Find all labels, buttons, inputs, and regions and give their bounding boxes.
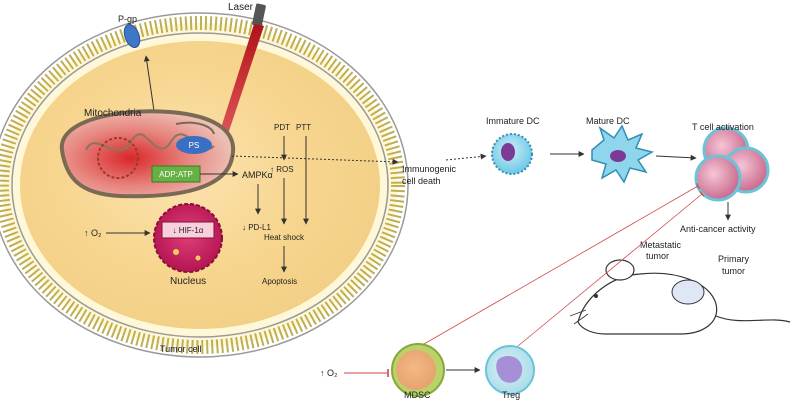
icd-label-line1: Immunogenic — [402, 164, 457, 174]
mature-dc: Mature DC — [586, 116, 654, 184]
adp-atp-label: ADP:ATP — [159, 170, 193, 179]
immature-dc-nucleus — [501, 143, 515, 161]
membrane-inner-line — [11, 32, 389, 338]
laser-label: Laser — [228, 2, 254, 13]
metastatic-label-line1: Metastatic — [640, 240, 682, 250]
primary-tumor-shape — [671, 279, 705, 305]
ps-shape — [176, 136, 212, 154]
pdl1-label: ↓ PD-L1 — [242, 223, 271, 232]
mitochondria: Mitochondria — [59, 108, 236, 199]
apoptosis-label: Apoptosis — [262, 277, 297, 286]
immature-dc-label: Immature DC — [486, 116, 540, 126]
nucleus: ↓ HIF-1α Nucleus — [153, 203, 223, 287]
pgp-label: P-gp — [118, 14, 137, 24]
laser-head — [252, 3, 266, 27]
treg-inhibits-tcell — [517, 191, 705, 347]
t-cell-3 — [694, 154, 742, 202]
tumor-cell-label: Tumor cell — [160, 344, 202, 354]
immature-dc: Immature DC — [486, 116, 540, 175]
treg-nucleus — [496, 355, 523, 383]
ampk-label: AMPKα — [242, 170, 273, 180]
anti-cancer-label: Anti-cancer activity — [680, 224, 756, 234]
membrane-outer-line — [0, 12, 409, 358]
heat-shock-label: Heat shock — [264, 233, 305, 242]
mdsc-inner — [396, 350, 436, 390]
treg-label: Treg — [502, 390, 520, 400]
pgp-transporter: P-gp — [118, 14, 141, 49]
ptt-label: PTT — [296, 123, 311, 132]
mouse-whiskers — [569, 309, 589, 325]
mouse-tail — [715, 315, 791, 323]
mouse-illustration: Metastatic tumor Primary tumor — [569, 240, 791, 335]
primary-label-line2: tumor — [722, 266, 745, 276]
primary-label-line1: Primary — [718, 254, 749, 264]
mito-dna — [97, 137, 139, 179]
hif-box — [161, 221, 215, 239]
metastatic-label-line2: tumor — [646, 251, 669, 261]
o2-mdsc-label: ↑ O₂ — [320, 368, 338, 378]
ps-label: PS — [189, 141, 200, 150]
mito-inner-fold — [175, 121, 215, 135]
nucleolus-1 — [173, 249, 179, 255]
treg-cell: Treg — [485, 345, 535, 400]
mature-dc-label: Mature DC — [586, 116, 630, 126]
mature-dc-nucleus — [610, 150, 626, 162]
laser-device: Laser — [214, 2, 266, 152]
mdsc-inhibits-tcell — [423, 182, 701, 345]
pdt-label: PDT — [274, 123, 290, 132]
hif-label: ↓ HIF-1α — [173, 226, 204, 235]
mdsc-label: MDSC — [404, 390, 431, 400]
laser-beam — [214, 24, 264, 152]
arrow-icd-to-immature-dc — [445, 153, 487, 161]
nucleolus-2 — [195, 255, 201, 261]
mitochondria-body — [59, 109, 236, 199]
mitochondria-label: Mitochondria — [84, 108, 142, 119]
photosensitizer: PS — [176, 136, 212, 154]
mouse-ear — [605, 259, 635, 281]
mouse-eye — [594, 294, 598, 298]
mdsc-cell: MDSC — [391, 343, 445, 400]
t-cell-activation-label: T cell activation — [692, 122, 754, 132]
adp-atp-box: ADP:ATP — [151, 165, 201, 183]
nucleus-label: Nucleus — [170, 276, 206, 287]
ros-label: ↑ ROS — [270, 165, 294, 174]
pgp-shape — [123, 23, 141, 49]
o2-cell-label: ↑ O₂ — [84, 228, 102, 238]
arrow-mature-dc-to-tcell — [655, 154, 697, 161]
t-cells: T cell activation — [692, 122, 770, 202]
icd-label-line2: cell death — [402, 176, 441, 186]
